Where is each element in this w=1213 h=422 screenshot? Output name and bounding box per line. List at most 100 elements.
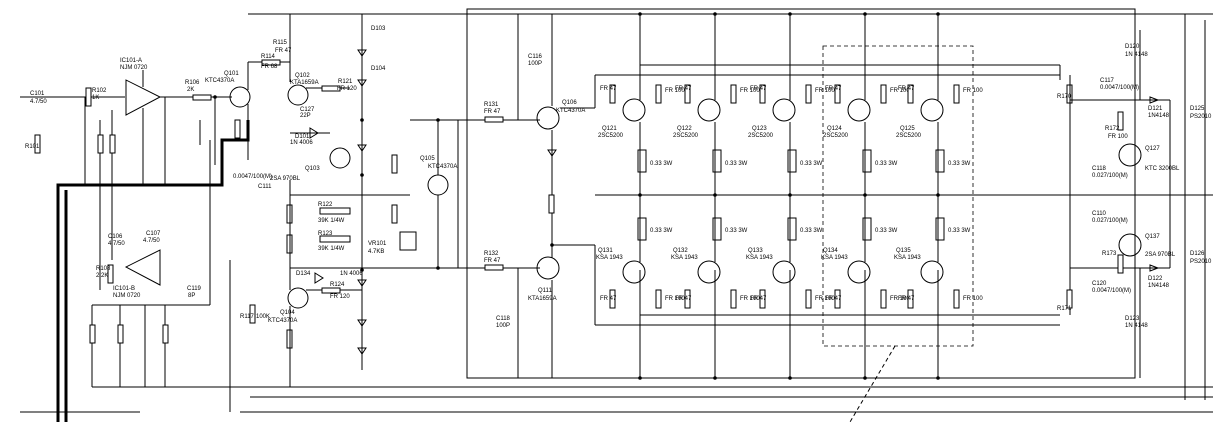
emitter-bias-value: FR 100 — [665, 88, 685, 94]
vr101-pot — [399, 231, 417, 251]
emitter-bias-resistor-lower — [880, 289, 887, 309]
c118b-value: 0.027/100(M) — [1092, 173, 1128, 179]
r122-resistor — [319, 207, 351, 215]
q111-ref: Q111 — [538, 288, 552, 294]
r103-resistor — [97, 134, 104, 154]
q102-part: KTA1659A — [290, 80, 319, 86]
r172-resistor — [1117, 111, 1124, 131]
npn-part: 2SC5200 — [896, 133, 922, 139]
base-resistor-upper — [684, 84, 691, 104]
r108-label: R108 — [96, 266, 111, 272]
c118b-label: C118 — [1092, 166, 1107, 172]
emitter-bias-resistor-upper — [805, 84, 812, 104]
dashed-leader — [849, 345, 896, 422]
r172-label: R172 — [1105, 126, 1120, 132]
base-resistor-lower — [759, 289, 766, 309]
base-resistor-upper — [759, 84, 766, 104]
node-dot — [360, 173, 364, 177]
d101-label: D101 — [295, 134, 310, 140]
q103-transistor — [329, 147, 351, 169]
r108-resistor — [107, 264, 114, 284]
q111-part: KTA1659A — [528, 296, 557, 302]
pnp-output-transistor — [772, 260, 796, 284]
rail-node-dot — [936, 12, 940, 16]
d120-value: 1N 4148 — [1125, 52, 1148, 58]
emitter-resistor-lower — [712, 217, 722, 241]
r106-value: 2K — [187, 87, 194, 93]
q106-transistor — [536, 106, 560, 130]
d134-value: 1N 4006 — [340, 271, 363, 277]
emitter-bias-value: FR 100 — [740, 296, 760, 302]
q101-ref: Q101 — [224, 71, 239, 77]
r109-resistor — [117, 324, 124, 344]
d110-diode — [547, 149, 557, 157]
emitter-bias-value: FR 100 — [963, 88, 983, 94]
emitter-bias-value: FR 100 — [665, 296, 685, 302]
emitter-bias-resistor-lower — [953, 289, 960, 309]
q103-ref: Q103 — [305, 166, 320, 172]
emitter-bias-value: FR 100 — [890, 296, 910, 302]
pnp-output-transistor — [847, 260, 871, 284]
node-dot — [436, 266, 440, 270]
c116-value: 100P — [528, 61, 542, 67]
c127-value: 22P — [300, 113, 311, 119]
emitter-resistor-value: 0.33 3W — [948, 228, 971, 234]
pnp-part: KSA 1943 — [894, 255, 921, 261]
npn-ref: Q125 — [900, 126, 915, 132]
emitter-bias-resistor-lower — [655, 289, 662, 309]
c107-value: 4.7/50 — [143, 238, 160, 244]
base-resistor-lower — [834, 289, 841, 309]
q137-transistor — [1118, 233, 1142, 257]
r108-value: 2.2K — [96, 273, 108, 279]
rail-node-dot — [863, 12, 867, 16]
base-resistor-upper — [609, 84, 616, 104]
d104-diode — [357, 79, 367, 87]
r132-resistor — [484, 264, 504, 271]
ic101b-opamp — [124, 249, 161, 286]
r170-label: R170 — [1057, 94, 1072, 100]
rail-node-dot — [788, 12, 792, 16]
c118-label: C118 — [496, 316, 511, 322]
c107-label: C107 — [146, 231, 161, 237]
base-resistor-value: FR 47 — [750, 296, 767, 302]
dashed-group-outline — [822, 45, 974, 347]
emitter-resistor-upper — [787, 149, 797, 173]
r124-resistor — [321, 287, 341, 294]
emitter-resistor-value: 0.33 3W — [875, 161, 898, 167]
q137-ref: Q137 — [1145, 234, 1160, 240]
base-resistor-lower — [684, 289, 691, 309]
d121-label: D121 — [1148, 106, 1163, 112]
npn-part: 2SC5200 — [598, 133, 624, 139]
emitter-resistor-lower — [637, 217, 647, 241]
r124-label: R124 — [330, 282, 345, 288]
r102-value: 1K — [92, 95, 99, 101]
c127-label: C127 — [300, 107, 315, 113]
r117-label: R117 — [240, 314, 255, 320]
emitter-bias-value: FR 100 — [815, 88, 835, 94]
c117-value: 0.0047/100(M) — [1100, 85, 1139, 91]
q102-transistor — [287, 84, 309, 106]
d108-diode — [357, 319, 367, 327]
q111-transistor — [536, 256, 560, 280]
base-resistor-value: FR 47 — [675, 86, 692, 92]
emitter-resistor-value: 0.33 3W — [725, 228, 748, 234]
emitter-bias-value: FR 100 — [815, 296, 835, 302]
r115-label: R115 — [273, 40, 288, 46]
base-resistor-value: FR 47 — [898, 86, 915, 92]
d121-diode — [1149, 96, 1160, 104]
emitter-resistor-lower — [787, 217, 797, 241]
npn-ref: Q122 — [677, 126, 692, 132]
q127-part: KTC 3200BL — [1145, 166, 1180, 172]
c116-label: C116 — [528, 54, 543, 60]
q101-transistor — [229, 86, 251, 108]
emitter-bias-resistor-lower — [730, 289, 737, 309]
d125-label: D125 — [1190, 106, 1205, 112]
base-resistor-value: FR 47 — [600, 296, 617, 302]
q106-part: KTC4370A — [556, 108, 585, 114]
npn-output-transistor — [920, 98, 944, 122]
ground-bus-heavy — [56, 120, 250, 422]
d122-label: D122 — [1148, 276, 1163, 282]
base-resistor-value: FR 47 — [750, 86, 767, 92]
npn-part: 2SC5200 — [748, 133, 774, 139]
